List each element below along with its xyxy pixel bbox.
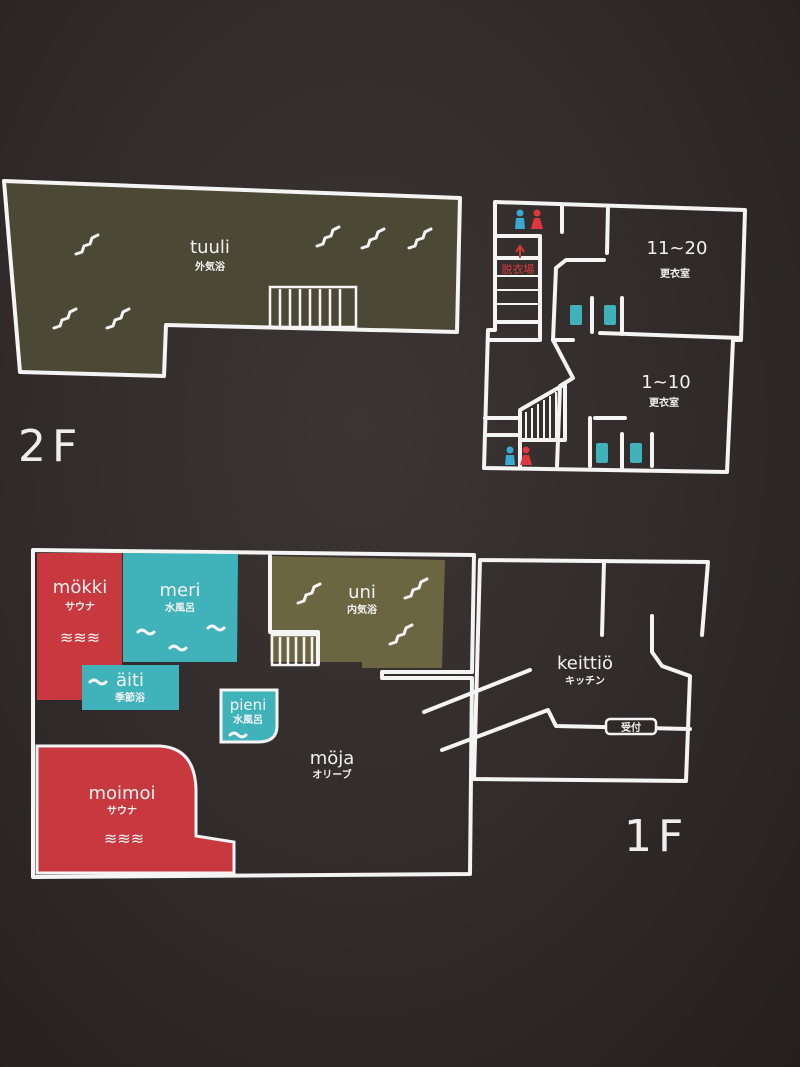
- stairs-uni: [270, 633, 320, 667]
- floor-label-2f: 2F: [18, 421, 83, 472]
- room-pieni[interactable]: pieni 水風呂: [219, 688, 279, 744]
- locker-upper-name: 11~20: [647, 238, 708, 259]
- wave-icon: [136, 624, 226, 652]
- reception-counter[interactable]: 受付: [604, 717, 658, 736]
- wave-icon: [228, 731, 248, 739]
- room-meri[interactable]: meri 水風呂: [123, 553, 238, 662]
- locker-lower-name: 1~10: [641, 372, 690, 393]
- room-tuuli[interactable]: tuuli 外気浴: [2, 179, 462, 378]
- floor-2f: tuuli 外気浴 2F: [2, 179, 747, 474]
- locker-area-2f: [482, 200, 747, 474]
- aiti-sub: 季節浴: [114, 691, 146, 704]
- moja-sub: オリーブ: [312, 768, 351, 781]
- room-keittio[interactable]: keittiö キッチン: [422, 558, 710, 783]
- tuuli-sub: 外気浴: [194, 260, 226, 273]
- keittio-sub: キッチン: [565, 675, 605, 687]
- stairs-2f: [495, 275, 557, 438]
- room-moimoi[interactable]: moimoi サウナ ≋≋≋: [35, 744, 236, 875]
- shower-icon: [570, 305, 642, 463]
- mokki-name: mökki: [53, 577, 107, 598]
- aiti-name: äiti: [116, 670, 144, 691]
- locker-upper-sub: 更衣室: [660, 267, 690, 280]
- stairs-tuuli: [268, 285, 358, 329]
- building-outline: [31, 548, 476, 879]
- mokki-sub: サウナ: [65, 601, 95, 613]
- powder-label: 脱衣場: [502, 262, 535, 276]
- tuuli-name: tuuli: [190, 237, 230, 258]
- moimoi-sub: サウナ: [107, 805, 137, 817]
- keittio-name: keittiö: [557, 653, 613, 674]
- wind-icon: [52, 225, 433, 330]
- restroom-icon: [515, 209, 543, 229]
- pieni-name: pieni: [230, 696, 267, 714]
- reception-label: 受付: [621, 721, 641, 734]
- locker-upper[interactable]: 11~20 更衣室: [647, 238, 708, 280]
- restroom-icon: [505, 446, 532, 465]
- emergency-icon: 脱衣場: [502, 244, 535, 276]
- wind-icon: [296, 577, 429, 646]
- uni-sub: 内気浴: [347, 603, 378, 616]
- room-mokki[interactable]: mökki サウナ ≋≋≋: [37, 553, 122, 700]
- locker-lower-sub: 更衣室: [649, 396, 679, 409]
- moja-name: möja: [310, 748, 355, 769]
- moimoi-name: moimoi: [88, 783, 155, 804]
- room-moja[interactable]: möja オリーブ: [310, 748, 355, 781]
- floor-1f: mökki サウナ ≋≋≋ meri 水風呂 äiti 季節浴: [31, 548, 710, 879]
- meri-name: meri: [159, 580, 200, 601]
- locker-lower[interactable]: 1~10 更衣室: [641, 372, 690, 409]
- steam-icon: ≋≋≋: [104, 829, 144, 848]
- pieni-sub: 水風呂: [232, 713, 263, 726]
- uni-name: uni: [348, 582, 376, 603]
- room-aiti[interactable]: äiti 季節浴: [82, 665, 179, 710]
- steam-icon: ≋≋≋: [60, 628, 100, 647]
- floor-label-1f: 1F: [624, 811, 689, 862]
- room-uni[interactable]: uni 内気浴: [268, 554, 445, 668]
- wave-icon: [88, 678, 108, 686]
- meri-sub: 水風呂: [164, 601, 195, 614]
